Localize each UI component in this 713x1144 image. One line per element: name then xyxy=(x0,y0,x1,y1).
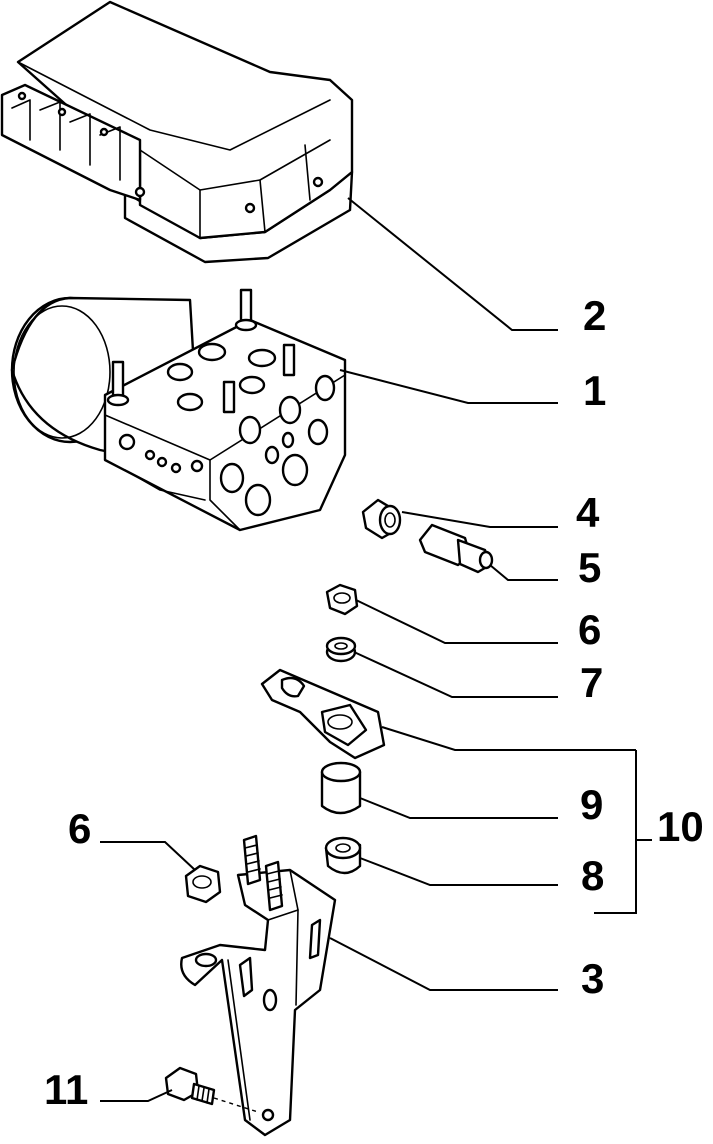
leader-2 xyxy=(347,197,558,331)
leader-5 xyxy=(489,564,558,581)
callout-5: 5 xyxy=(578,544,601,591)
part-1-hydraulic-unit xyxy=(10,288,347,532)
callout-6: 6 xyxy=(578,606,601,653)
leader-8 xyxy=(359,857,558,886)
part-9-spacer xyxy=(320,761,362,815)
part-6-nut-upper xyxy=(325,583,359,616)
callout-labels: 2 1 4 5 6 7 9 10 8 6 3 11 xyxy=(44,292,704,1113)
leader-9 xyxy=(359,797,558,819)
part-5-bleeder-valve xyxy=(418,523,494,574)
callout-4: 4 xyxy=(576,489,600,536)
callout-11: 11 xyxy=(44,1066,88,1113)
callout-2: 2 xyxy=(583,292,606,339)
leader-3 xyxy=(329,937,558,991)
leader-6-lower xyxy=(100,841,196,871)
part-4-union-fitting xyxy=(361,498,402,540)
part-8-rubber-mount xyxy=(324,836,362,875)
callout-6-lower: 6 xyxy=(68,805,91,852)
leader-lines xyxy=(100,197,652,1102)
part-6-nut-lower xyxy=(184,864,222,904)
callout-9: 9 xyxy=(580,781,603,828)
part-10-bracket xyxy=(260,668,386,760)
callout-8: 8 xyxy=(581,852,604,899)
callout-1: 1 xyxy=(583,367,606,414)
leader-10-bracket xyxy=(381,726,636,751)
leader-4 xyxy=(401,511,558,528)
part-7-washer xyxy=(325,636,357,663)
leader-6-upper xyxy=(355,599,558,644)
leader-11 xyxy=(100,1089,173,1102)
part-11-bolt xyxy=(164,1066,259,1113)
callout-3: 3 xyxy=(581,955,604,1002)
callout-7: 7 xyxy=(580,659,603,706)
callout-10: 10 xyxy=(657,803,704,850)
leader-7 xyxy=(353,651,558,698)
part-3-support-bracket xyxy=(180,834,337,1137)
leader-10-bracket-edge xyxy=(594,750,637,914)
leader-1 xyxy=(339,369,558,404)
part-2-control-unit xyxy=(0,0,354,264)
